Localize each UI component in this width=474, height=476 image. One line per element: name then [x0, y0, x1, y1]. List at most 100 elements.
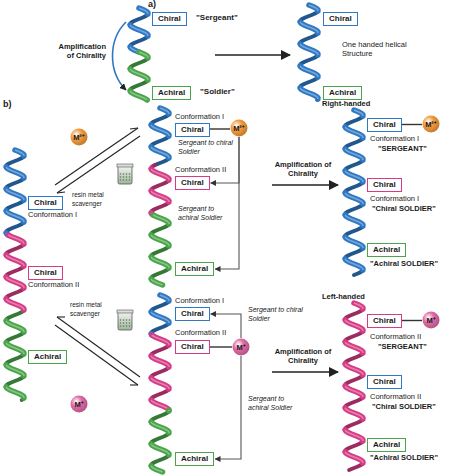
group-box: Achiral: [175, 452, 214, 466]
group-box: Chiral: [28, 196, 63, 210]
group-name: Chiral: [181, 178, 204, 187]
group-name: Achiral: [34, 352, 61, 361]
group-name: Chiral: [329, 14, 352, 23]
annotation: "Soldier": [200, 87, 235, 96]
group-box: Achiral: [323, 86, 362, 100]
reaction-arrow: [215, 54, 290, 55]
group-name: Chiral: [181, 309, 204, 318]
group-name: Chiral: [158, 14, 181, 23]
group-box: Chiral: [175, 176, 210, 190]
annotation: "Achiral SOLDIER": [370, 453, 438, 462]
resin-container: [117, 310, 133, 330]
helix: [130, 8, 148, 100]
annotation: "SERGEANT": [378, 342, 427, 351]
group-name: Achiral: [373, 440, 400, 449]
ion-symbol: M⁺: [236, 342, 245, 352]
arrow-label: Sergeant to chiral Soldier: [178, 139, 234, 156]
annotation: "Achiral SOLDIER": [370, 259, 438, 268]
helix: [345, 110, 363, 275]
helix: [151, 108, 169, 285]
annotation: Conformation I: [370, 194, 419, 203]
induction-arrow: [215, 356, 241, 459]
metal-ion: M²⁺: [70, 128, 88, 146]
ion-symbol: M²⁺: [233, 123, 245, 133]
annotation: "SERGEANT": [378, 144, 427, 153]
group-box: Chiral: [367, 375, 402, 389]
annotation: "Chiral SOLDIER": [372, 402, 436, 411]
ion-symbol: M²⁺: [73, 132, 85, 142]
annotation: Amplification of Chirality: [270, 347, 336, 365]
annotation: Amplification of Chirality: [52, 42, 106, 60]
annotation: Right-handed: [322, 99, 370, 108]
group-box: Chiral: [367, 118, 402, 132]
annotation: Amplification of Chirality: [270, 160, 336, 178]
annotation: a): [148, 0, 156, 9]
annotation: Conformation I: [28, 210, 77, 219]
annotation: Conformation I: [370, 134, 419, 143]
annotation: Conformation II: [370, 332, 421, 341]
annotation: Conformation II: [28, 280, 79, 289]
group-name: Achiral: [158, 88, 185, 97]
metal-ion: M⁺: [232, 338, 250, 356]
group-name: Chiral: [34, 198, 57, 207]
group-name: Achiral: [329, 88, 356, 97]
annotation: One handed helical Structure: [342, 40, 412, 58]
group-box: Achiral: [175, 262, 214, 276]
group-name: Chiral: [373, 180, 396, 189]
annotation: Conformation II: [175, 328, 226, 337]
arrow-label: Sergeant to chiral Soldier: [248, 306, 304, 323]
reaction-arrow: [272, 371, 338, 372]
reaction-arrow: [272, 184, 338, 185]
group-box: Achiral: [367, 438, 406, 452]
helix: [300, 5, 318, 100]
group-box: Chiral: [367, 314, 402, 328]
annotation: b): [3, 100, 12, 109]
coordination-bond: [402, 320, 422, 321]
group-name: Achiral: [181, 264, 208, 273]
annotation: "Chiral SOLDIER": [372, 204, 436, 213]
annotation: resin metal scavenger: [72, 190, 117, 208]
arrow-label: Sergeant to achiral Soldier: [178, 205, 234, 222]
group-box: Chiral: [175, 123, 210, 137]
helix: [345, 303, 363, 470]
group-name: Achiral: [373, 245, 400, 254]
annotation: Conformation II: [175, 165, 226, 174]
ion-symbol: M⁺: [426, 315, 435, 325]
group-box: Chiral: [175, 340, 210, 354]
metal-ion: M⁺: [70, 395, 88, 413]
metal-ion: M⁺: [422, 311, 440, 329]
coordination-bond: [402, 124, 422, 125]
arrow-label: Sergeant to achiral Soldier: [248, 395, 304, 412]
helix: [151, 295, 169, 472]
annotation: Conformation I: [175, 296, 224, 305]
ion-symbol: M²⁺: [425, 119, 437, 129]
coordination-bond: [210, 128, 230, 129]
coordination-bond: [210, 346, 232, 347]
group-name: Chiral: [373, 377, 396, 386]
annotation: Conformation II: [370, 392, 421, 401]
metal-ion: M²⁺: [230, 119, 248, 137]
group-name: Chiral: [373, 316, 396, 325]
group-box: Chiral: [367, 178, 402, 192]
group-box: Chiral: [323, 12, 358, 26]
helix: [6, 150, 24, 400]
group-name: Chiral: [181, 342, 204, 351]
metal-ion: M²⁺: [422, 115, 440, 133]
group-name: Achiral: [181, 454, 208, 463]
group-name: Chiral: [34, 268, 57, 277]
group-box: Achiral: [367, 243, 406, 257]
annotation: Conformation I: [175, 112, 224, 121]
amplification-arrow: [113, 22, 127, 90]
annotation: resin metal scavenger: [70, 300, 115, 318]
group-box: Chiral: [152, 12, 187, 26]
group-box: Chiral: [175, 307, 210, 321]
group-name: Chiral: [181, 125, 204, 134]
ion-symbol: M⁺: [74, 399, 83, 409]
group-box: Chiral: [28, 266, 63, 280]
annotation: "Sergeant": [196, 13, 238, 22]
induction-arrow: [215, 137, 239, 269]
equilibrium-arrows: [55, 128, 140, 193]
helix-group: [6, 5, 363, 472]
group-box: Achiral: [152, 86, 191, 100]
